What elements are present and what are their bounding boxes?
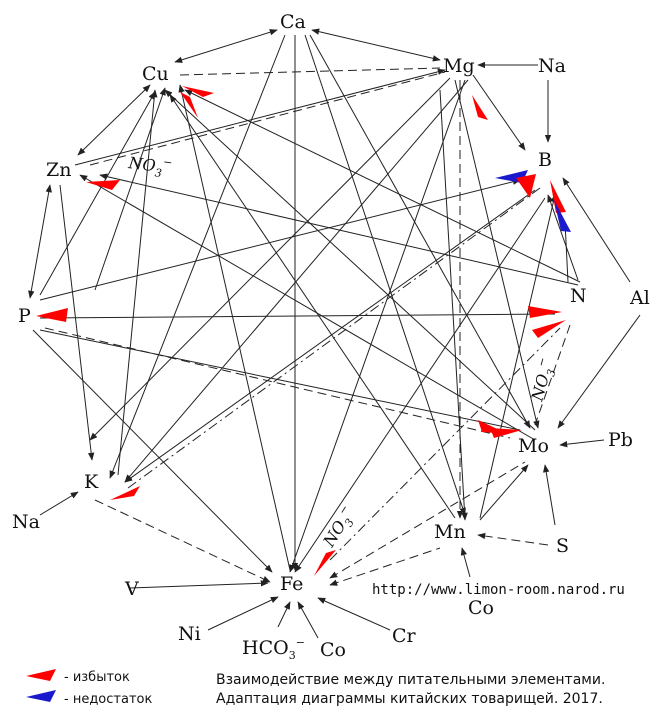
element-fe: Fe	[280, 573, 303, 595]
element-v: V	[124, 578, 139, 600]
element-al: Al	[629, 287, 650, 309]
excess-arrow	[86, 180, 120, 190]
dashed-edge-group	[44, 67, 571, 586]
element-na-left: Na	[12, 511, 40, 533]
excess-arrow	[180, 92, 198, 118]
excess-arrow	[550, 180, 566, 213]
element-ca: Ca	[280, 11, 306, 33]
legend: - избыток - недостаток	[26, 669, 152, 707]
nitrate-label: NO3−	[317, 502, 362, 553]
excess-arrow	[528, 306, 562, 318]
deficiency-arrow	[554, 200, 571, 232]
deficiency-legend-arrow	[26, 690, 56, 702]
element-mo: Mo	[518, 435, 549, 457]
element-mn: Mn	[434, 521, 466, 543]
element-mg: Mg	[443, 55, 475, 77]
svg-text:NO3−: NO3−	[317, 502, 362, 553]
excess-arrow	[182, 86, 214, 97]
bicarbonate-label: HCO3−	[242, 636, 305, 662]
element-na: Na	[538, 55, 566, 77]
nitrate-label: NO3−	[525, 356, 561, 405]
excess-arrow	[490, 428, 522, 438]
element-co-bottom: Co	[320, 639, 346, 661]
excess-legend-label: - избыток	[64, 670, 130, 685]
element-p: P	[18, 305, 31, 327]
svg-text:NO3−: NO3−	[126, 151, 173, 181]
excess-arrow	[110, 486, 140, 500]
element-cr: Cr	[392, 625, 417, 647]
element-pb: Pb	[608, 429, 633, 451]
element-k: K	[84, 471, 99, 493]
caption-line-1: Взаимодействие между питательными элемен…	[216, 672, 605, 688]
element-zn: Zn	[46, 159, 71, 181]
element-n: N	[570, 285, 587, 307]
caption-line-2: Адаптация диаграммы китайских товарищей.…	[216, 691, 603, 707]
excess-legend-arrow	[26, 669, 56, 681]
element-s: S	[556, 535, 569, 557]
source-url: http://www.limon-room.narod.ru	[372, 582, 625, 598]
excess-arrow	[516, 174, 536, 198]
edge-group	[28, 28, 641, 639]
excess-arrow	[472, 95, 488, 120]
colored-arrow-group	[36, 86, 571, 576]
svg-text:NO3−: NO3−	[525, 356, 561, 405]
excess-arrow	[314, 550, 336, 576]
deficiency-legend-label: - недостаток	[64, 692, 152, 707]
element-cu: Cu	[142, 63, 169, 85]
element-ni: Ni	[178, 623, 201, 645]
nitrate-label: NO3−	[126, 151, 174, 181]
element-b: B	[538, 149, 552, 171]
excess-arrow	[532, 320, 566, 338]
excess-arrow	[36, 308, 68, 322]
element-labels: Ca Cu Mg Na Zn B N Al P Mo Pb K Na Mn S …	[12, 11, 650, 661]
element-co: Co	[468, 597, 494, 619]
